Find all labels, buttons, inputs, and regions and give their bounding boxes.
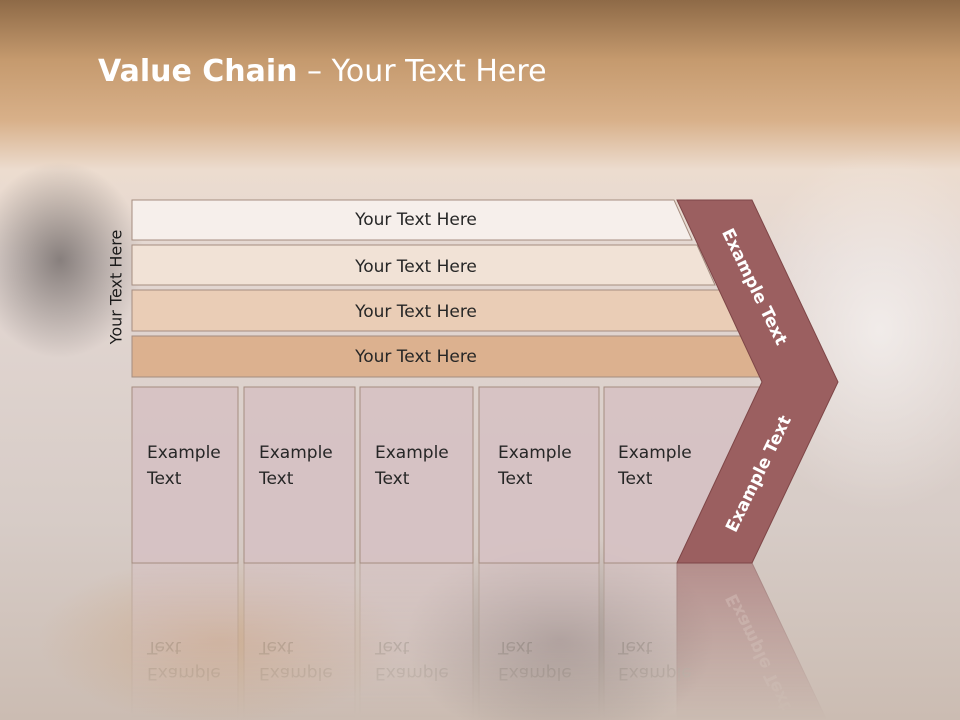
reflection-box-1 <box>131 562 239 720</box>
reflection-box-4 <box>478 562 600 720</box>
reflection-box-3-line2: Text <box>374 637 410 657</box>
box-1-shape <box>131 386 239 564</box>
box-5-line1: Example <box>618 443 692 463</box>
box-1: Example Text <box>131 386 239 564</box>
row-2: Your Text Here <box>131 244 716 286</box>
row-1-shape <box>131 199 693 241</box>
box-1-line1: Example <box>147 443 221 463</box>
box-2-line1: Example <box>259 443 333 463</box>
box-5: Example Text <box>603 386 763 564</box>
row-2-shape <box>131 244 716 286</box>
reflection-box-5-line1: Example <box>618 663 692 683</box>
box-5-line2: Text <box>617 469 653 489</box>
box-3-line1: Example <box>375 443 449 463</box>
box-4: Example Text <box>478 386 600 564</box>
reflection-box-2 <box>243 562 356 720</box>
box-2: Example Text <box>243 386 356 564</box>
row-4-label: Your Text Here <box>354 347 477 367</box>
box-4-shape <box>478 386 600 564</box>
reflection-box-1-line2: Text <box>146 637 182 657</box>
row-4: Your Text Here <box>131 335 763 378</box>
title-rest: – Your Text Here <box>297 54 547 89</box>
diagram-reflection: Example Text Example Text Example Text E… <box>131 562 828 720</box>
row-2-label: Your Text Here <box>354 257 477 277</box>
reflection-box-4-line2: Text <box>497 637 533 657</box>
box-2-shape <box>243 386 356 564</box>
reflection-box-1-line1: Example <box>147 663 221 683</box>
page-title: Value Chain – Your Text Here <box>98 54 547 89</box>
reflection-box-2-line2: Text <box>258 637 294 657</box>
row-1: Your Text Here <box>131 199 693 241</box>
reflection-box-2-line1: Example <box>259 663 333 683</box>
title-bold: Value Chain <box>98 54 298 89</box>
reflection-arrow <box>676 562 828 720</box>
box-2-line2: Text <box>258 469 294 489</box>
box-4-line2: Text <box>497 469 533 489</box>
row-3-label: Your Text Here <box>354 302 477 322</box>
box-3-shape <box>359 386 474 564</box>
reflection-box-3 <box>359 562 474 720</box>
row-1-label: Your Text Here <box>354 210 477 230</box>
box-3: Example Text <box>359 386 474 564</box>
box-3-line2: Text <box>374 469 410 489</box>
row-3: Your Text Here <box>131 289 739 332</box>
reflection-box-3-line1: Example <box>375 663 449 683</box>
reflection-box-5-line2: Text <box>617 637 653 657</box>
box-1-line2: Text <box>146 469 182 489</box>
reflection-box-4-line1: Example <box>498 663 572 683</box>
box-4-line1: Example <box>498 443 572 463</box>
